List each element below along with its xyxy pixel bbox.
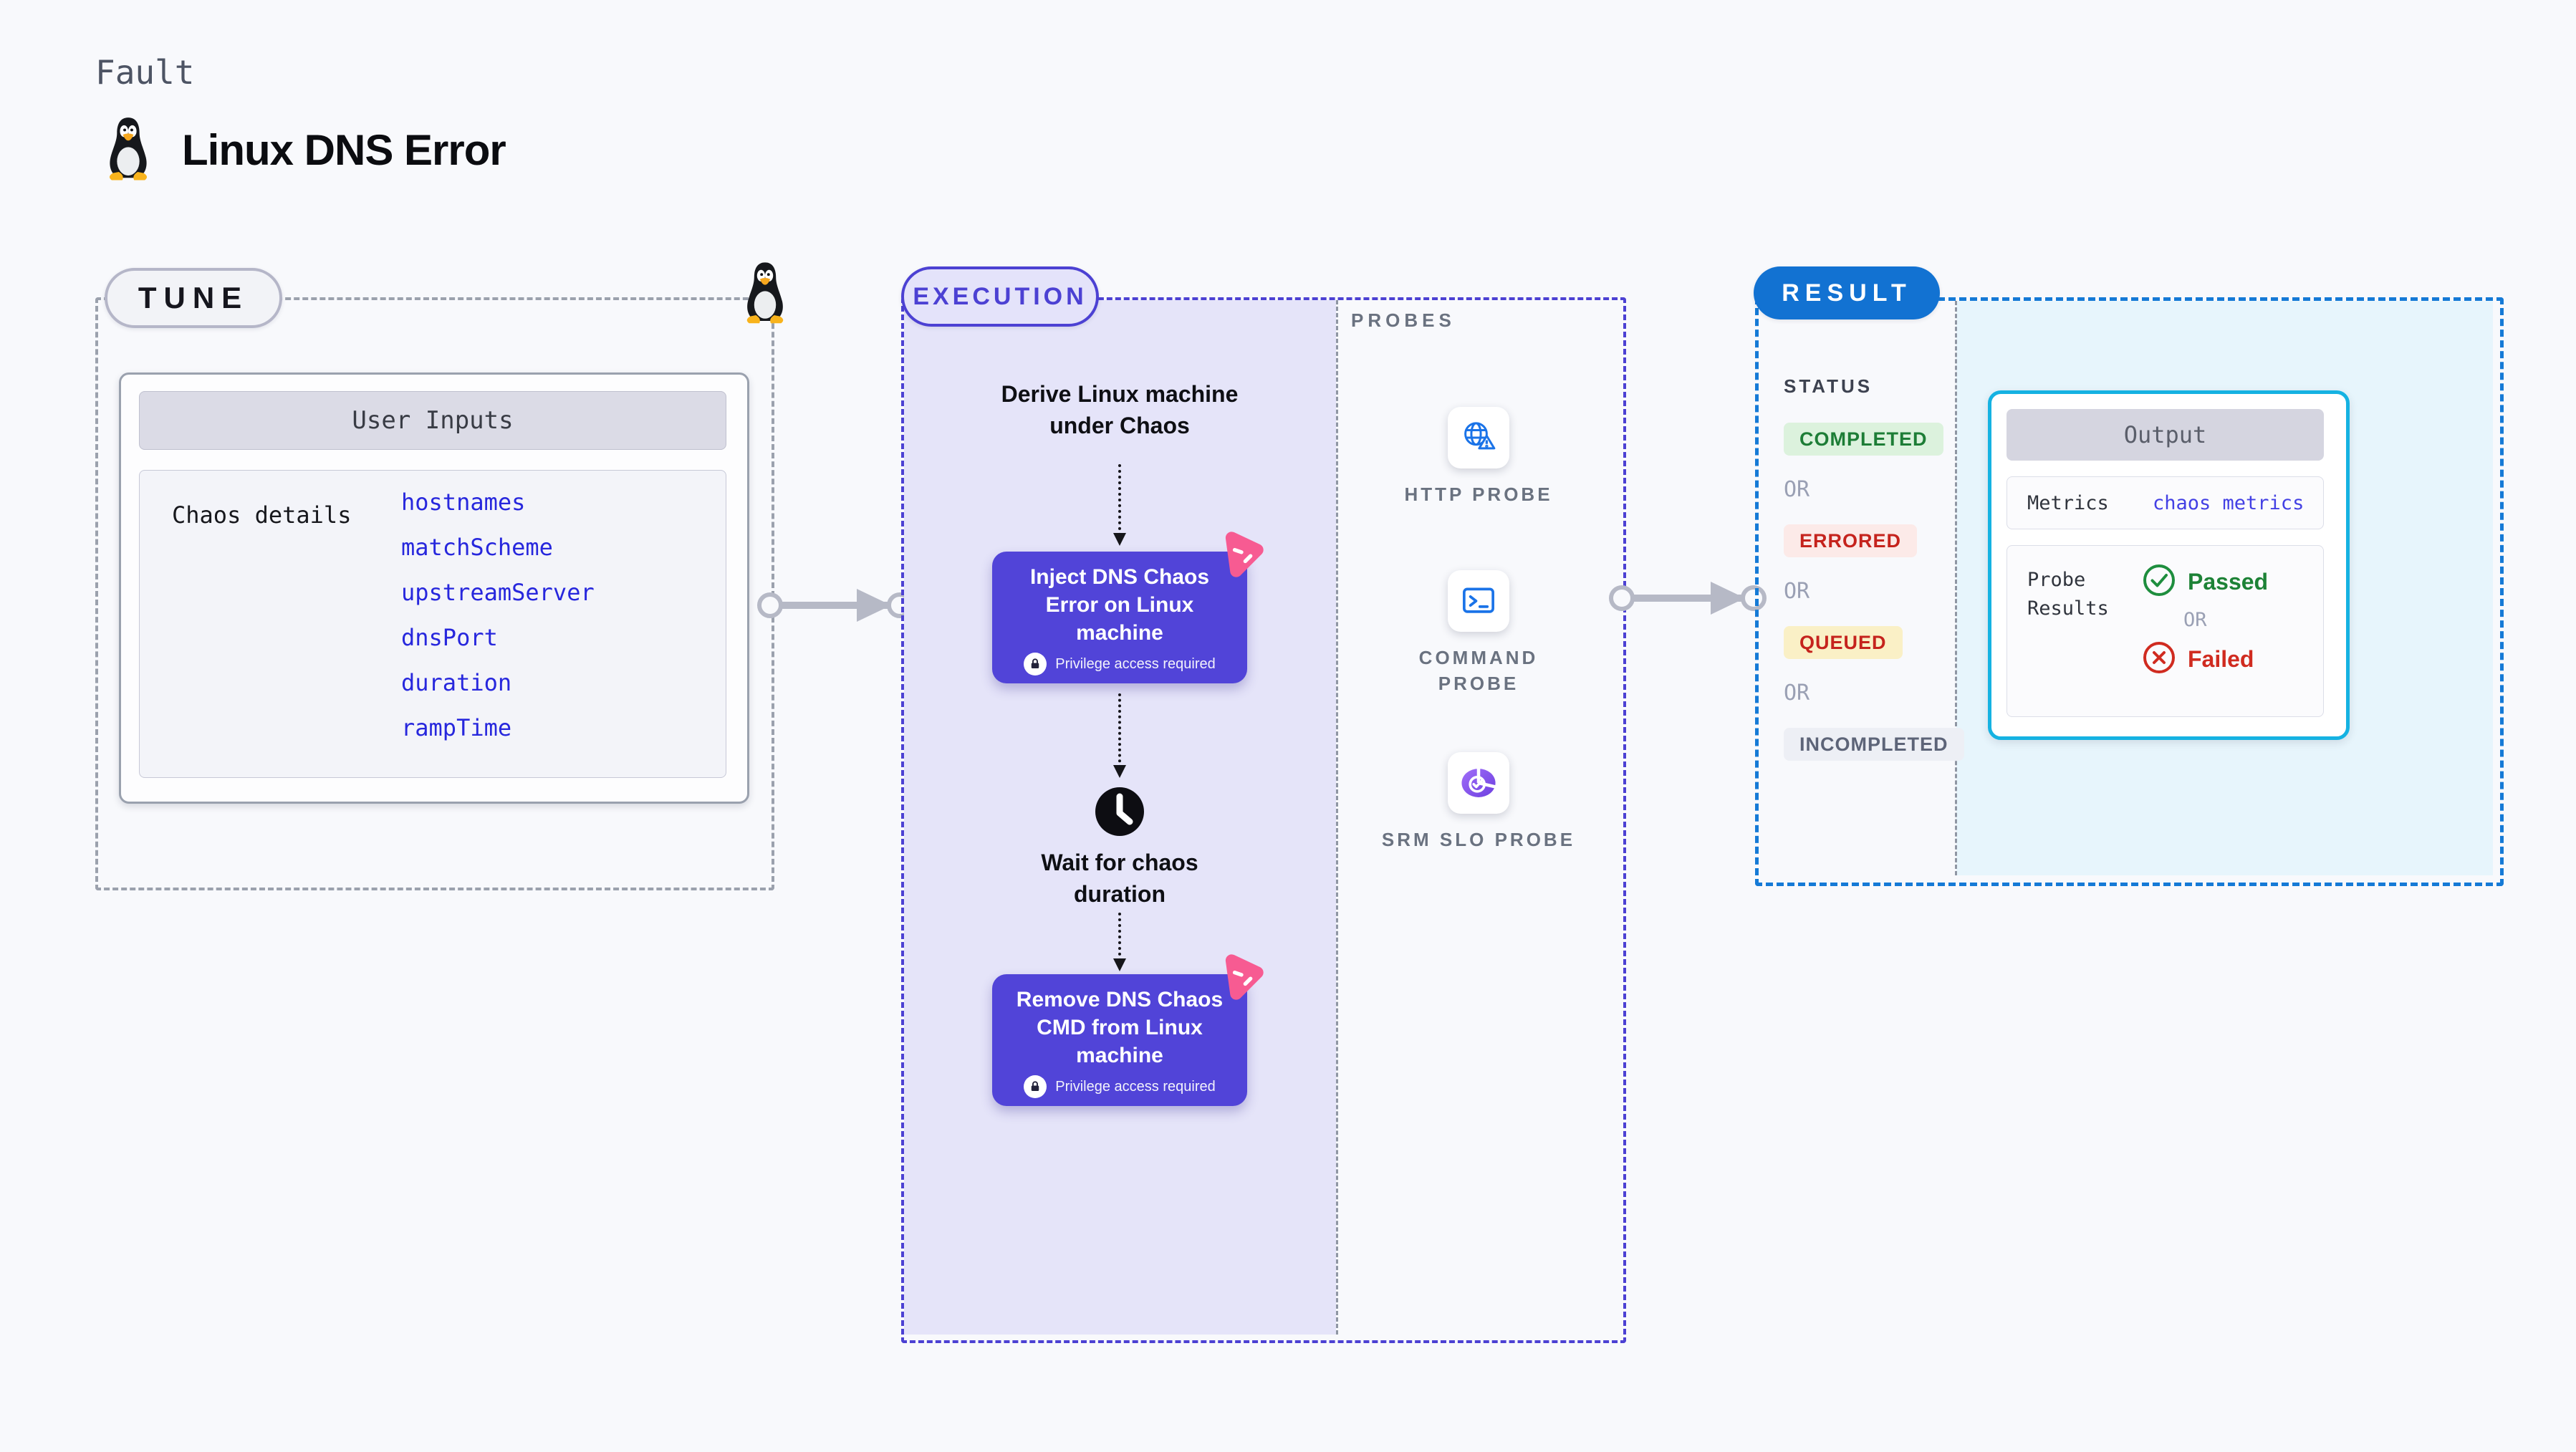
failed-label: Failed bbox=[2188, 645, 2254, 672]
probe-results-label: Probe Results bbox=[2027, 569, 2109, 620]
status-badge-incompleted: INCOMPLETED bbox=[1784, 728, 1964, 761]
chaos-icon bbox=[1213, 527, 1268, 582]
lock-icon bbox=[1024, 653, 1047, 675]
param-item: matchScheme bbox=[401, 534, 553, 561]
passed-label: Passed bbox=[2188, 568, 2269, 595]
status-badge-queued: QUEUED bbox=[1784, 626, 1903, 659]
param-item: duration bbox=[401, 669, 512, 696]
linux-tux-icon bbox=[742, 259, 788, 329]
terminal-icon bbox=[1448, 570, 1509, 632]
execution-section-box bbox=[901, 297, 1626, 1343]
privilege-note: Privilege access required bbox=[1055, 1078, 1216, 1095]
globe-alert-icon bbox=[1448, 407, 1509, 468]
srm-slo-probe-item: SRM SLO PROBE bbox=[1378, 752, 1579, 852]
command-probe-item: COMMAND PROBE bbox=[1378, 570, 1579, 696]
status-badge-completed: COMPLETED bbox=[1784, 423, 1943, 456]
arrow-head-icon bbox=[857, 589, 891, 622]
status-list: COMPLETED OR ERRORED OR QUEUED OR INCOMP… bbox=[1784, 423, 1964, 761]
slo-donut-icon bbox=[1448, 752, 1509, 814]
x-circle-icon bbox=[2142, 640, 2176, 678]
status-badge-errored: ERRORED bbox=[1784, 524, 1918, 557]
probe-label: HTTP PROBE bbox=[1404, 484, 1553, 505]
arrow-head-icon bbox=[1711, 582, 1745, 615]
connector-dot-icon bbox=[757, 592, 783, 618]
metrics-label: Metrics bbox=[2027, 491, 2109, 514]
probes-divider bbox=[1336, 300, 1338, 1335]
inject-chaos-node: Inject DNS Chaos Error on Linux machine … bbox=[992, 552, 1247, 683]
page-title-row: Linux DNS Error bbox=[105, 115, 506, 186]
remove-chaos-node: Remove DNS Chaos CMD from Linux machine … bbox=[992, 974, 1247, 1106]
wait-step-label: Wait for chaos duration bbox=[1041, 850, 1198, 907]
linux-tux-icon bbox=[105, 115, 152, 186]
probe-results-values: Passed OR Failed bbox=[2142, 564, 2268, 716]
param-item: hostnames bbox=[401, 489, 526, 516]
check-circle-icon bbox=[2142, 563, 2176, 601]
probe-results-row: Probe Results Passed OR Failed bbox=[2007, 545, 2324, 717]
metrics-value: chaos metrics bbox=[2153, 491, 2305, 514]
lock-icon bbox=[1024, 1075, 1047, 1098]
probe-label: SRM SLO PROBE bbox=[1381, 829, 1576, 850]
failed-item: Failed bbox=[2142, 640, 2268, 678]
privilege-row: Privilege access required bbox=[992, 653, 1247, 675]
remove-node-title: Remove DNS Chaos CMD from Linux machine bbox=[1016, 988, 1224, 1067]
result-divider bbox=[1955, 301, 1957, 875]
clock-icon bbox=[1094, 786, 1145, 841]
chaos-params-list: hostnames matchScheme upstreamServer dns… bbox=[401, 489, 595, 741]
flow-arrow-down-icon bbox=[1113, 913, 1126, 971]
execution-to-result-arrow bbox=[1609, 582, 1767, 615]
result-section-pill: RESULT bbox=[1754, 266, 1940, 319]
probes-heading: PROBES bbox=[1351, 309, 1456, 331]
user-inputs-header: User Inputs bbox=[139, 391, 726, 450]
chaos-details-label: Chaos details bbox=[172, 501, 352, 529]
metrics-row: Metrics chaos metrics bbox=[2007, 476, 2324, 529]
page-title: Linux DNS Error bbox=[182, 126, 506, 174]
http-probe-item: HTTP PROBE bbox=[1378, 407, 1579, 507]
privilege-note: Privilege access required bbox=[1055, 655, 1216, 672]
result-section-box bbox=[1755, 297, 2504, 886]
tune-to-execution-arrow bbox=[757, 589, 913, 622]
inject-node-title: Inject DNS Chaos Error on Linux machine bbox=[1029, 565, 1210, 645]
connector-dot-icon bbox=[1609, 585, 1635, 611]
or-label: OR bbox=[2183, 609, 2207, 631]
or-label: OR bbox=[1784, 579, 1810, 604]
param-item: upstreamServer bbox=[401, 579, 595, 606]
probe-label: COMMAND PROBE bbox=[1418, 647, 1539, 694]
fault-kind-label: Fault bbox=[95, 53, 195, 92]
or-label: OR bbox=[1784, 477, 1810, 502]
status-heading: STATUS bbox=[1784, 375, 1873, 397]
flow-arrow-down-icon bbox=[1113, 693, 1126, 778]
connector-dot-icon bbox=[1741, 585, 1767, 611]
privilege-row: Privilege access required bbox=[992, 1075, 1247, 1098]
param-item: dnsPort bbox=[401, 624, 498, 651]
tune-section-pill: TUNE bbox=[105, 268, 282, 328]
or-label: OR bbox=[1784, 681, 1810, 706]
execution-section-pill: EXECUTION bbox=[901, 266, 1099, 327]
chaos-icon bbox=[1213, 950, 1268, 1004]
user-inputs-list-box bbox=[139, 470, 726, 778]
param-item: rampTime bbox=[401, 714, 512, 741]
passed-item: Passed bbox=[2142, 564, 2268, 599]
flow-arrow-down-icon bbox=[1113, 464, 1126, 546]
derive-step-label: Derive Linux machine under Chaos bbox=[1001, 381, 1239, 438]
output-header: Output bbox=[2007, 409, 2324, 461]
